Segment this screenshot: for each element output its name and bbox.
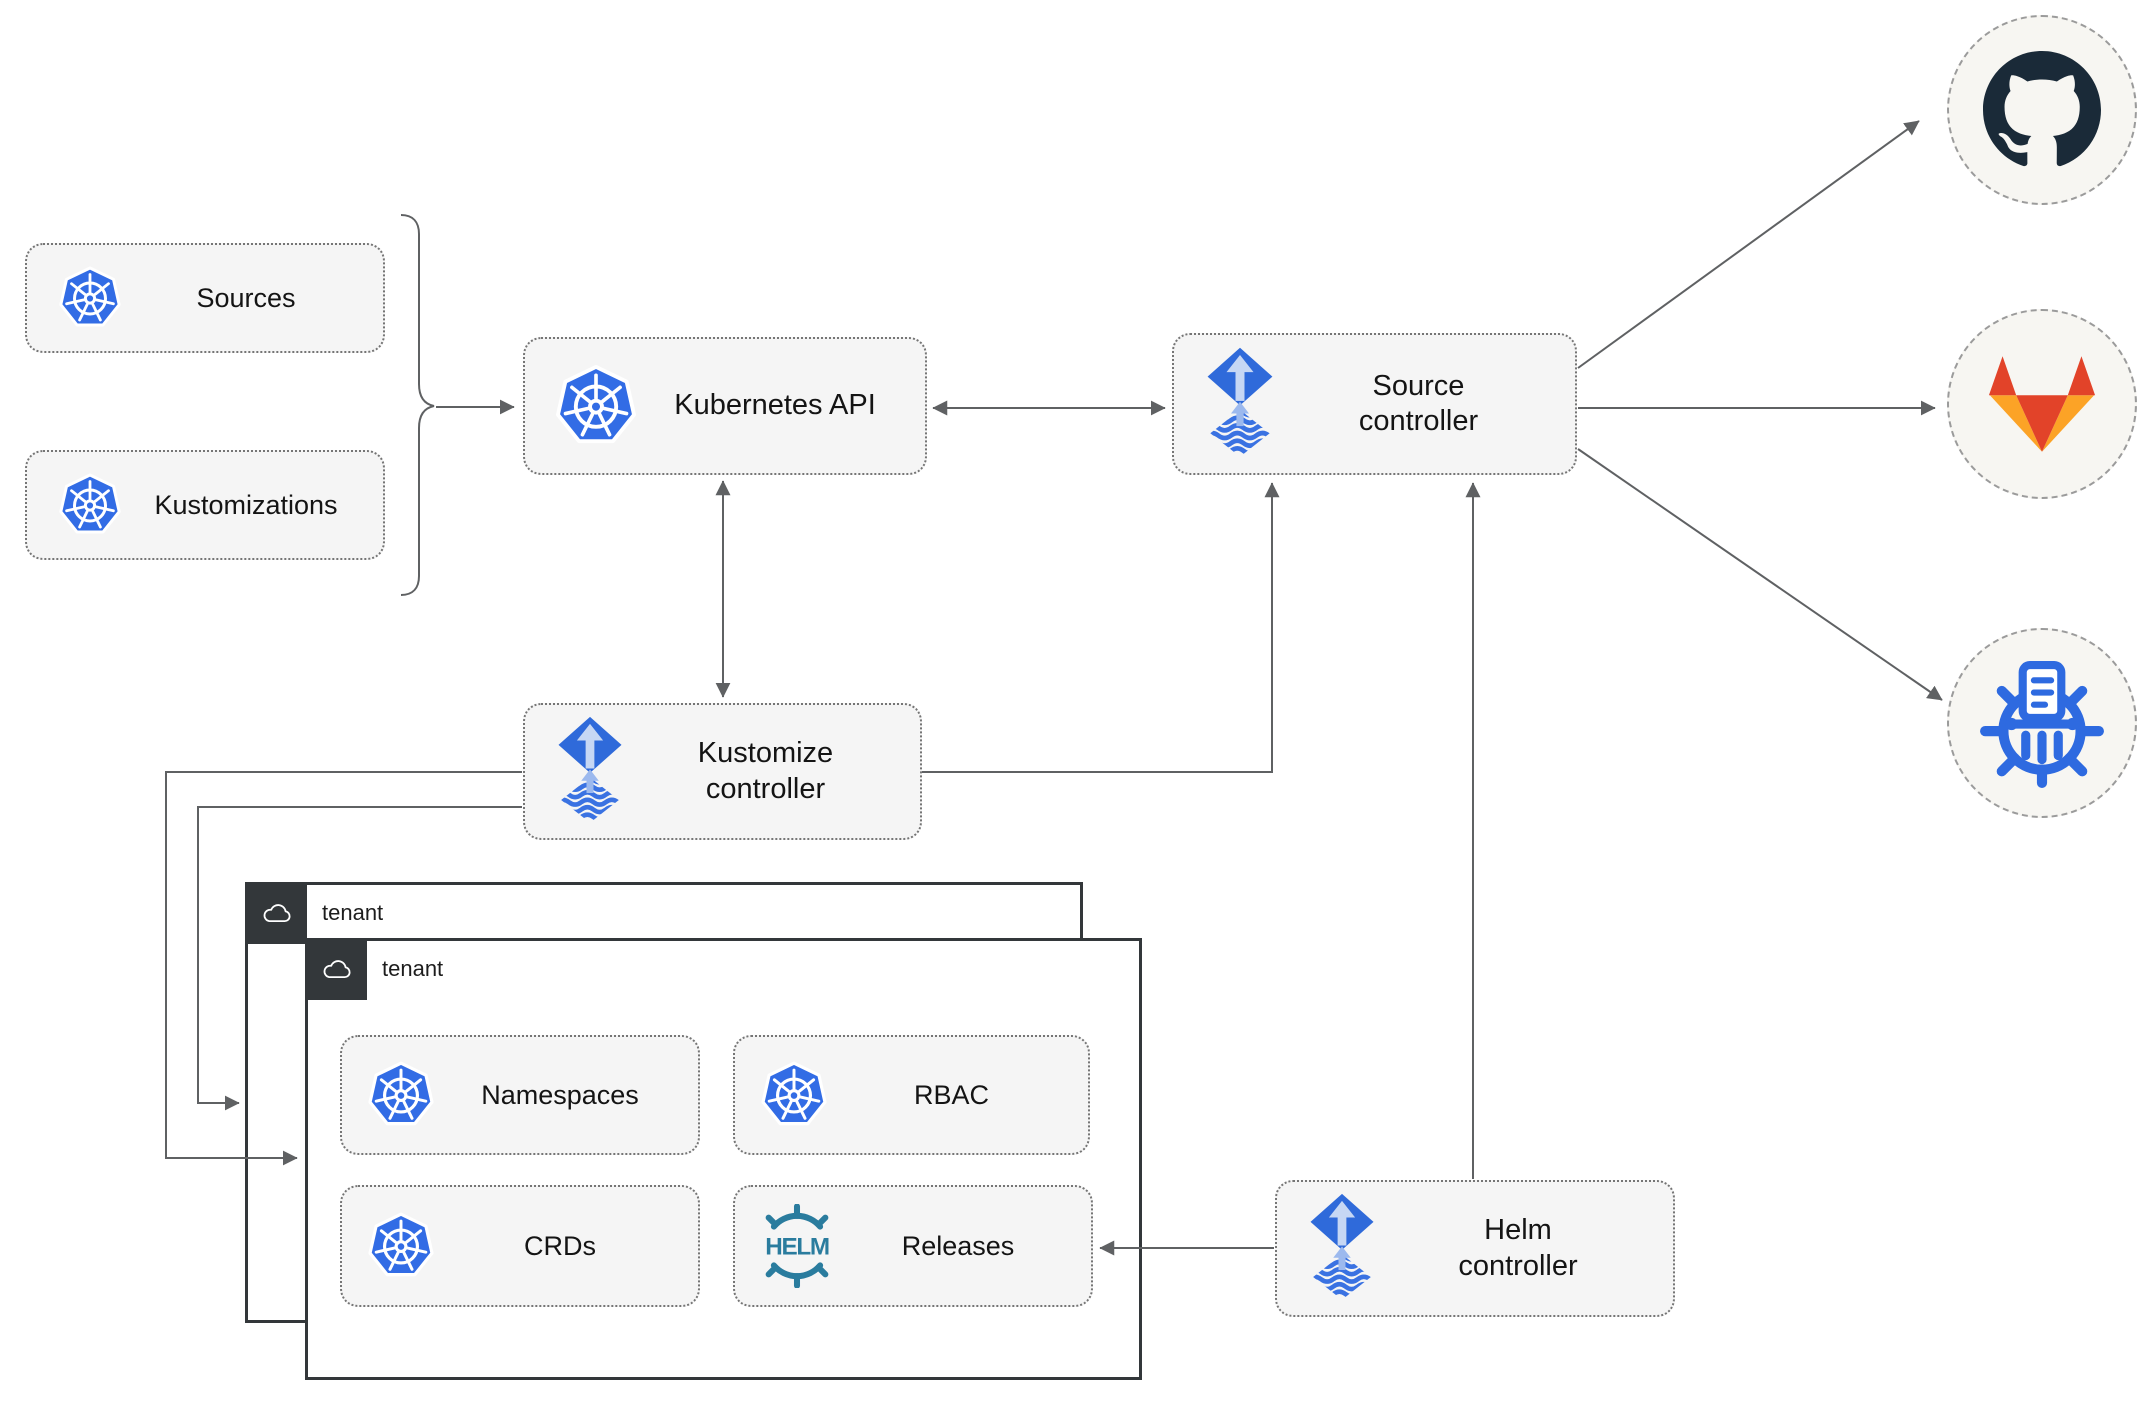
node-crds: CRDs bbox=[340, 1185, 700, 1307]
tenant-header bbox=[305, 938, 367, 1000]
node-namespaces: Namespaces bbox=[340, 1035, 700, 1155]
node-releases: HELM Releases bbox=[733, 1185, 1093, 1307]
tenant-box-front: tenant bbox=[305, 938, 1142, 1380]
flux-icon bbox=[1204, 346, 1276, 463]
node-label: Source controller bbox=[1358, 369, 1479, 437]
flux-icon bbox=[555, 715, 625, 829]
kubernetes-icon bbox=[366, 1060, 436, 1130]
tenant-label: tenant bbox=[382, 956, 444, 981]
node-label: RBAC bbox=[913, 1079, 989, 1110]
kubernetes-icon bbox=[759, 1060, 829, 1130]
node-sources: Sources bbox=[25, 243, 385, 353]
node-label: CRDs bbox=[524, 1230, 596, 1261]
node-source-controller: Source controller bbox=[1172, 333, 1577, 475]
remote-github bbox=[1947, 15, 2137, 205]
node-label: Kustomize controller bbox=[697, 737, 834, 805]
node-label: Helm controller bbox=[1458, 1214, 1578, 1282]
remote-gitlab bbox=[1947, 309, 2137, 499]
gitlab-icon bbox=[1988, 356, 2096, 452]
kubernetes-icon bbox=[366, 1211, 436, 1281]
node-label: Sources bbox=[196, 282, 296, 313]
tenant-header bbox=[245, 882, 307, 944]
node-kustomizations: Kustomizations bbox=[25, 450, 385, 560]
remote-chart-repository bbox=[1947, 628, 2137, 818]
node-label: Namespaces bbox=[481, 1079, 639, 1110]
resources-brace bbox=[400, 214, 435, 596]
github-icon bbox=[1983, 51, 2101, 167]
node-label: Kustomizations bbox=[154, 489, 338, 520]
node-kubernetes-api: Kubernetes API bbox=[523, 337, 927, 475]
kubernetes-icon bbox=[553, 363, 639, 449]
chartmuseum-icon bbox=[1980, 661, 2104, 788]
node-kustomize-controller: Kustomize controller bbox=[523, 703, 922, 840]
edge-kustomize-to-source-controller bbox=[922, 482, 1280, 773]
node-rbac: RBAC bbox=[733, 1035, 1090, 1155]
node-helm-controller: Helm controller bbox=[1275, 1180, 1675, 1317]
flux-icon bbox=[1307, 1192, 1377, 1306]
helm-icon: HELM bbox=[755, 1204, 839, 1288]
edge-source-to-github bbox=[1577, 120, 1920, 369]
node-label: Kubernetes API bbox=[674, 389, 876, 422]
cloud-icon bbox=[259, 901, 293, 926]
cloud-icon bbox=[319, 957, 353, 982]
helm-wordmark: HELM bbox=[765, 1234, 829, 1261]
tenant-label: tenant bbox=[322, 900, 384, 925]
kubernetes-icon bbox=[57, 265, 123, 331]
node-label: Releases bbox=[901, 1230, 1015, 1261]
edge-source-to-chart-repository bbox=[1577, 448, 1943, 701]
kubernetes-icon bbox=[57, 472, 123, 538]
